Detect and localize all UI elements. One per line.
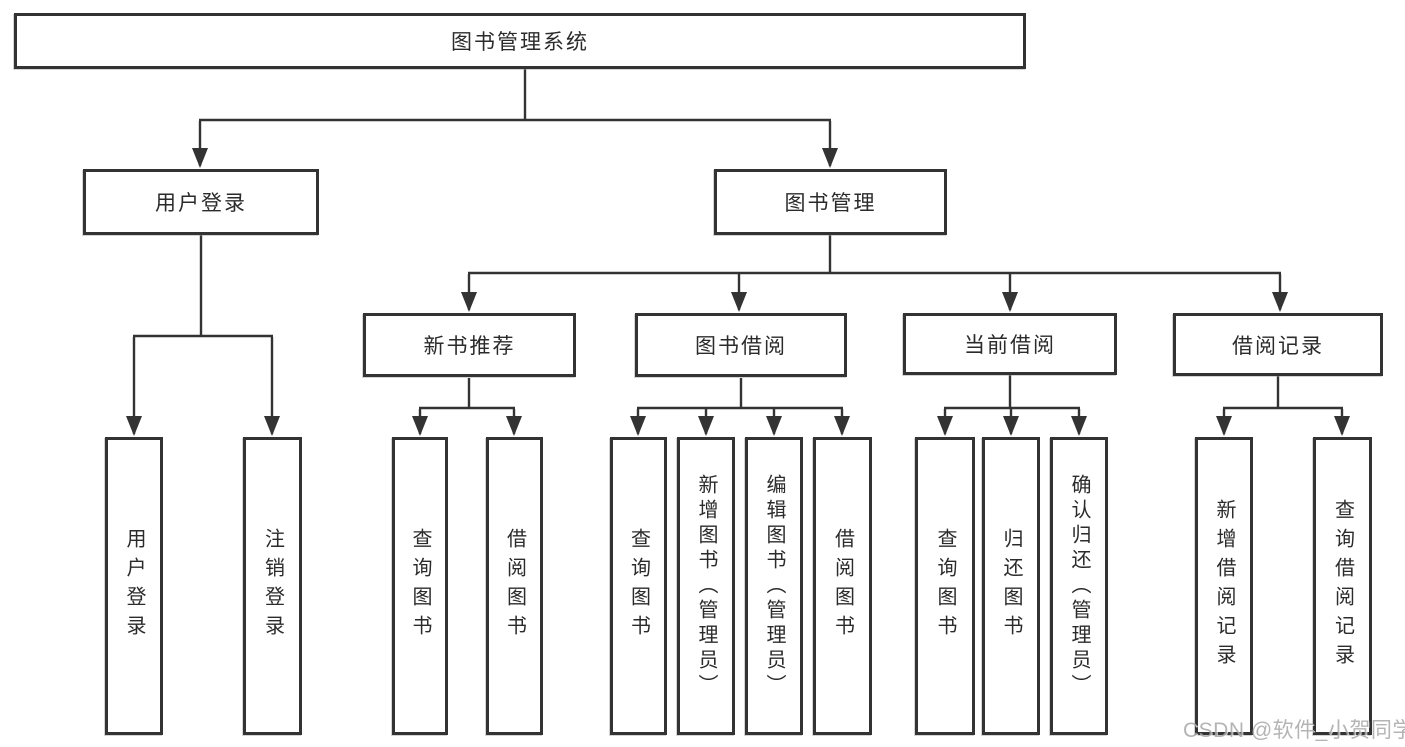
node-label: 图书借阅	[695, 335, 787, 358]
node-label: 注销登录	[261, 528, 284, 644]
node-root: 图书管理系统	[14, 13, 1026, 69]
node-leaf-borrow-books-1: 借阅图书	[486, 437, 543, 735]
node-new-book-recommend: 新书推荐	[363, 313, 576, 377]
watermark: CSDN @软件_小贺同学	[1183, 719, 1405, 742]
node-label: 用户登录	[123, 528, 145, 644]
node-leaf-logout: 注销登录	[243, 437, 302, 735]
node-book-borrow: 图书借阅	[635, 313, 847, 377]
node-label: 查询图书	[934, 528, 956, 644]
node-label: 查询图书	[409, 528, 431, 644]
node-leaf-borrow-books-2: 借阅图书	[813, 437, 872, 735]
node-label: 新增图书（管理员）	[695, 473, 717, 699]
node-current-borrow: 当前借阅	[903, 313, 1117, 375]
node-label: 编辑图书（管理员）	[763, 473, 785, 699]
node-label: 新增借阅记录	[1213, 499, 1235, 673]
node-leaf-query-books-1: 查询图书	[392, 437, 448, 735]
node-leaf-edit-books-admin: 编辑图书（管理员）	[745, 437, 803, 735]
node-label: 借阅图书	[831, 528, 854, 644]
node-label: 归还图书	[1000, 528, 1022, 644]
connector-trunks	[133, 69, 1343, 410]
node-label: 查询借阅记录	[1331, 499, 1354, 673]
node-label: 新书推荐	[423, 335, 516, 358]
node-user-login: 用户登录	[83, 169, 319, 235]
node-label: 借阅图书	[503, 528, 526, 644]
node-leaf-add-borrow-record: 新增借阅记录	[1195, 437, 1253, 735]
node-label: 当前借阅	[964, 334, 1056, 357]
node-label: 图书管理系统	[451, 31, 589, 54]
node-leaf-user-login: 用户登录	[105, 437, 163, 735]
connector-arrows	[126, 121, 1350, 436]
node-label: 确认归还（管理员）	[1068, 473, 1090, 699]
node-label: 借阅记录	[1232, 334, 1324, 358]
node-leaf-query-books-2: 查询图书	[610, 437, 667, 735]
node-borrow-records: 借阅记录	[1173, 313, 1383, 376]
node-label: 用户登录	[155, 192, 247, 215]
node-label: 图书管理	[784, 192, 877, 215]
node-leaf-add-books-admin: 新增图书（管理员）	[677, 437, 735, 735]
node-leaf-confirm-return-admin: 确认归还（管理员）	[1050, 437, 1108, 735]
node-leaf-query-books-3: 查询图书	[915, 437, 975, 735]
node-leaf-return-books: 归还图书	[982, 437, 1040, 735]
node-label: 查询图书	[627, 528, 650, 644]
node-book-management: 图书管理	[714, 169, 947, 235]
node-leaf-query-borrow-record: 查询借阅记录	[1313, 437, 1372, 735]
